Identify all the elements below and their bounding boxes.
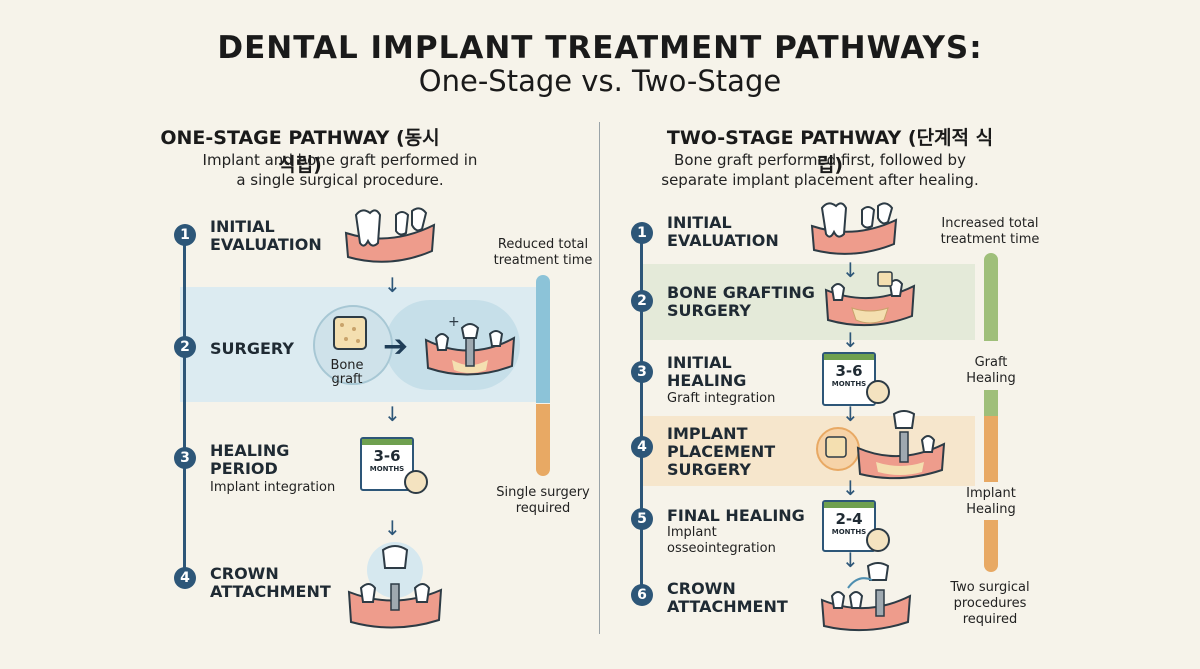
- step-title: SURGERY: [210, 339, 294, 358]
- side-note-bottom: Single surgery: [496, 485, 590, 500]
- crown-attachment-icon: [820, 562, 912, 632]
- calendar-unit: MONTHS: [369, 465, 405, 473]
- step-subtitle: Implant: [667, 525, 717, 540]
- step-title: SURGERY: [667, 460, 751, 479]
- side-note-bottom: procedures: [953, 596, 1027, 611]
- arrow-down-icon: ↓: [384, 402, 401, 426]
- step-number: 4: [631, 436, 653, 458]
- two-stage-desc-1: Bone graft performed first, followed by: [674, 151, 966, 169]
- step-title: PLACEMENT: [667, 442, 776, 461]
- two-stage-desc-2: separate implant placement after healing…: [661, 171, 979, 189]
- side-note-top: Increased total: [941, 216, 1039, 231]
- step-number: 3: [174, 447, 196, 469]
- page-title: DENTAL IMPLANT TREATMENT PATHWAYS:: [217, 30, 983, 66]
- step-number: 5: [631, 508, 653, 530]
- step-title: INITIAL: [667, 353, 732, 372]
- step-title: EVALUATION: [667, 231, 779, 250]
- two-stage-bar-implant-lower: [984, 520, 998, 572]
- side-note-bottom: Two surgical: [950, 580, 1030, 595]
- arrow-down-icon: ↓: [842, 476, 859, 500]
- one-stage-bar-healing: [536, 404, 550, 476]
- arrow-down-icon: ↓: [384, 516, 401, 540]
- step-title: PERIOD: [210, 459, 278, 478]
- one-stage-bar-surgery: [536, 275, 550, 403]
- calendar-icon: 2-4 MONTHS: [822, 500, 876, 552]
- side-note-bottom: required: [962, 612, 1018, 627]
- page-subtitle: One-Stage vs. Two-Stage: [418, 64, 782, 98]
- side-note-implant: Healing: [966, 502, 1016, 517]
- step-subtitle: osseointegration: [667, 541, 776, 556]
- arrow-down-icon: ↓: [842, 328, 859, 352]
- side-note-graft: Healing: [966, 371, 1016, 386]
- column-divider: [599, 122, 600, 634]
- two-stage-bar-graft-lower: [984, 390, 998, 416]
- step-title: EVALUATION: [210, 235, 322, 254]
- arrow-right-icon: ➔: [383, 329, 409, 364]
- calendar-number: 3-6: [835, 362, 863, 380]
- arrow-down-icon: ↓: [384, 273, 401, 297]
- clock-icon: [866, 528, 890, 552]
- step-title: ATTACHMENT: [667, 597, 788, 616]
- arrow-down-icon: ↓: [842, 258, 859, 282]
- step-title: IMPLANT: [667, 424, 748, 443]
- two-stage-heading: TWO-STAGE PATHWAY (단계적 식립): [666, 127, 994, 176]
- implant-surgery-icon: +: [424, 314, 516, 376]
- side-note-implant: Implant: [966, 486, 1016, 501]
- one-stage-desc-2: a single surgical procedure.: [236, 171, 444, 189]
- calendar-icon: 3-6 MONTHS: [360, 437, 414, 491]
- step-number: 3: [631, 361, 653, 383]
- bone-graft-label: graft: [331, 372, 363, 387]
- two-stage-timeline: [640, 232, 643, 594]
- step-title: ATTACHMENT: [210, 582, 331, 601]
- step-number: 2: [174, 336, 196, 358]
- side-note-bottom: required: [515, 501, 571, 516]
- one-stage-desc-1: Implant and bone graft performed in: [202, 151, 478, 169]
- step-subtitle: Graft integration: [667, 391, 776, 406]
- side-note-top: treatment time: [940, 232, 1040, 247]
- step-title: CROWN: [210, 564, 279, 583]
- step-title: SURGERY: [667, 301, 751, 320]
- bone-graft-label: Bone: [330, 358, 364, 373]
- bone-graft-band: [640, 264, 975, 340]
- side-note-graft: Graft: [974, 355, 1008, 370]
- step-number: 6: [631, 584, 653, 606]
- side-note-top: treatment time: [493, 253, 593, 268]
- step-title: BONE GRAFTING: [667, 283, 815, 302]
- one-stage-heading: ONE-STAGE PATHWAY (동시 식립): [160, 127, 440, 176]
- evaluation-teeth-icon: [810, 202, 898, 255]
- step-title: INITIAL: [210, 217, 275, 236]
- crown-attachment-icon: [347, 542, 443, 629]
- implant-placement-icon: [856, 410, 946, 480]
- step-title: FINAL HEALING: [667, 506, 805, 525]
- bone-graft-icon: [333, 316, 367, 350]
- step-title: HEALING: [667, 371, 747, 390]
- clock-icon: [866, 380, 890, 404]
- svg-text:+: +: [448, 314, 460, 330]
- calendar-number: 3-6: [373, 447, 401, 465]
- arrow-down-icon: ↓: [842, 402, 859, 426]
- calendar-unit: MONTHS: [831, 528, 867, 536]
- calendar-number: 2-4: [835, 510, 863, 528]
- one-stage-timeline: [183, 235, 186, 585]
- two-stage-bar-implant-upper: [984, 416, 998, 482]
- arrow-down-icon: ↓: [842, 548, 859, 572]
- clock-icon: [404, 470, 428, 494]
- step-number: 1: [631, 222, 653, 244]
- step-title: HEALING: [210, 441, 290, 460]
- calendar-unit: MONTHS: [831, 380, 867, 388]
- step-number: 1: [174, 224, 196, 246]
- step-title: CROWN: [667, 579, 736, 598]
- bone-grafting-icon: [824, 271, 916, 327]
- step-title: INITIAL: [667, 213, 732, 232]
- bone-graft-icon: [825, 436, 847, 458]
- step-number: 4: [174, 567, 196, 589]
- side-note-top: Reduced total: [497, 237, 589, 252]
- evaluation-teeth-icon: [344, 207, 436, 263]
- step-number: 2: [631, 290, 653, 312]
- two-stage-bar-graft-upper: [984, 253, 998, 341]
- step-subtitle: Implant integration: [210, 480, 336, 495]
